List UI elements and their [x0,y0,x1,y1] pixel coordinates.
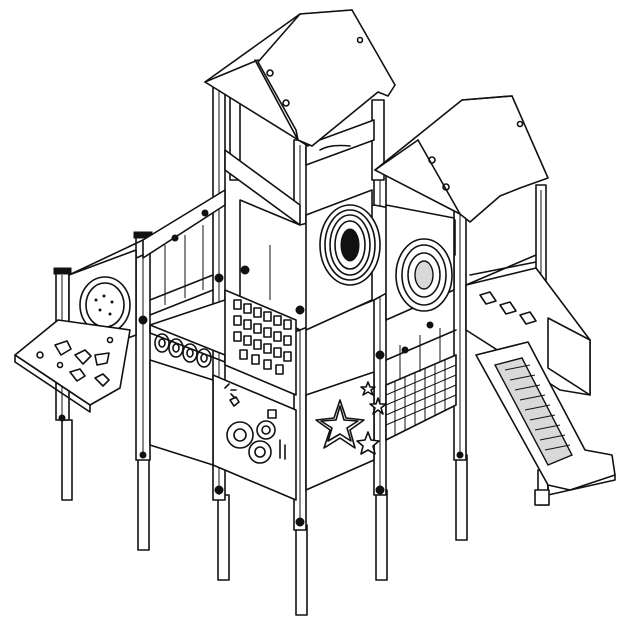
activity-table [14,319,131,413]
panel-letter-marks [233,299,292,375]
star-panel [305,371,387,491]
slide [475,341,616,506]
gear-panel [149,359,297,501]
left-tower-back-wall [224,119,375,226]
post-caps [58,265,464,527]
climber-wall-right [465,254,591,396]
spinner-rollers-top [154,333,212,368]
rope-bridge-left [149,225,271,316]
right-roof [374,95,549,223]
tunnel-right [395,238,453,312]
left-roof [204,9,396,147]
net-bridge [385,328,457,441]
tunnel-left [319,204,381,286]
letter-panel [224,289,297,396]
